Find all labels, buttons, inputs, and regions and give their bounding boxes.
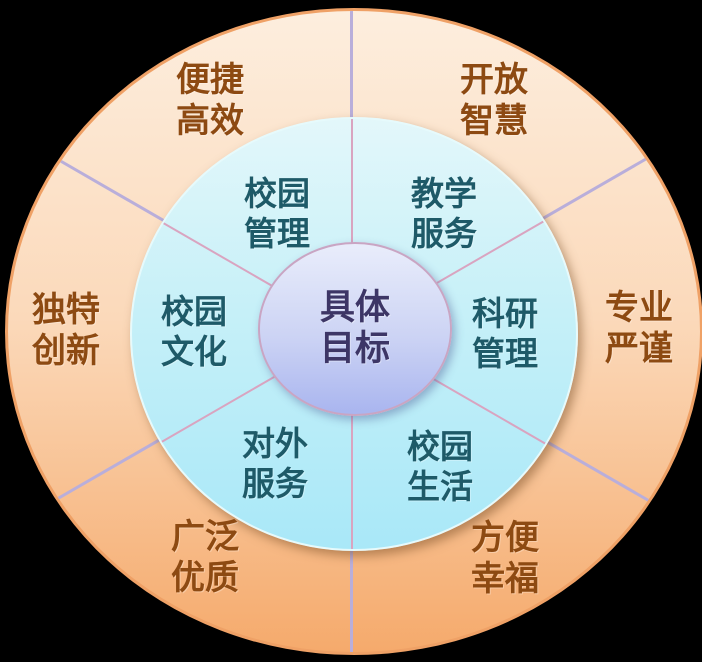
inner-label-campus-culture: 校园 文化 xyxy=(161,292,227,371)
inner-label-teaching-services: 教学 服务 xyxy=(411,174,477,253)
outer-label-open-wise: 开放 智慧 xyxy=(460,60,528,141)
inner-label-campus-life: 校园 生活 xyxy=(407,427,473,506)
inner-label-campus-management: 校园 管理 xyxy=(244,174,310,253)
outer-label-broad-quality: 广泛 优质 xyxy=(171,517,239,598)
outer-label-professional-rigorous: 专业 严谨 xyxy=(605,288,673,369)
inner-label-external-services: 对外 服务 xyxy=(242,424,308,503)
inner-label-research-management: 科研 管理 xyxy=(472,294,538,373)
outer-label-convenient-happy: 方便 幸福 xyxy=(471,518,539,599)
sector-divider-line xyxy=(351,119,353,332)
outer-label-convenient-efficient: 便捷 高效 xyxy=(176,60,244,141)
outer-label-unique-innovative: 独特 创新 xyxy=(32,290,100,371)
center-goal-label: 具体 目标 xyxy=(319,287,390,369)
center-circle: 具体 目标 xyxy=(258,242,452,416)
